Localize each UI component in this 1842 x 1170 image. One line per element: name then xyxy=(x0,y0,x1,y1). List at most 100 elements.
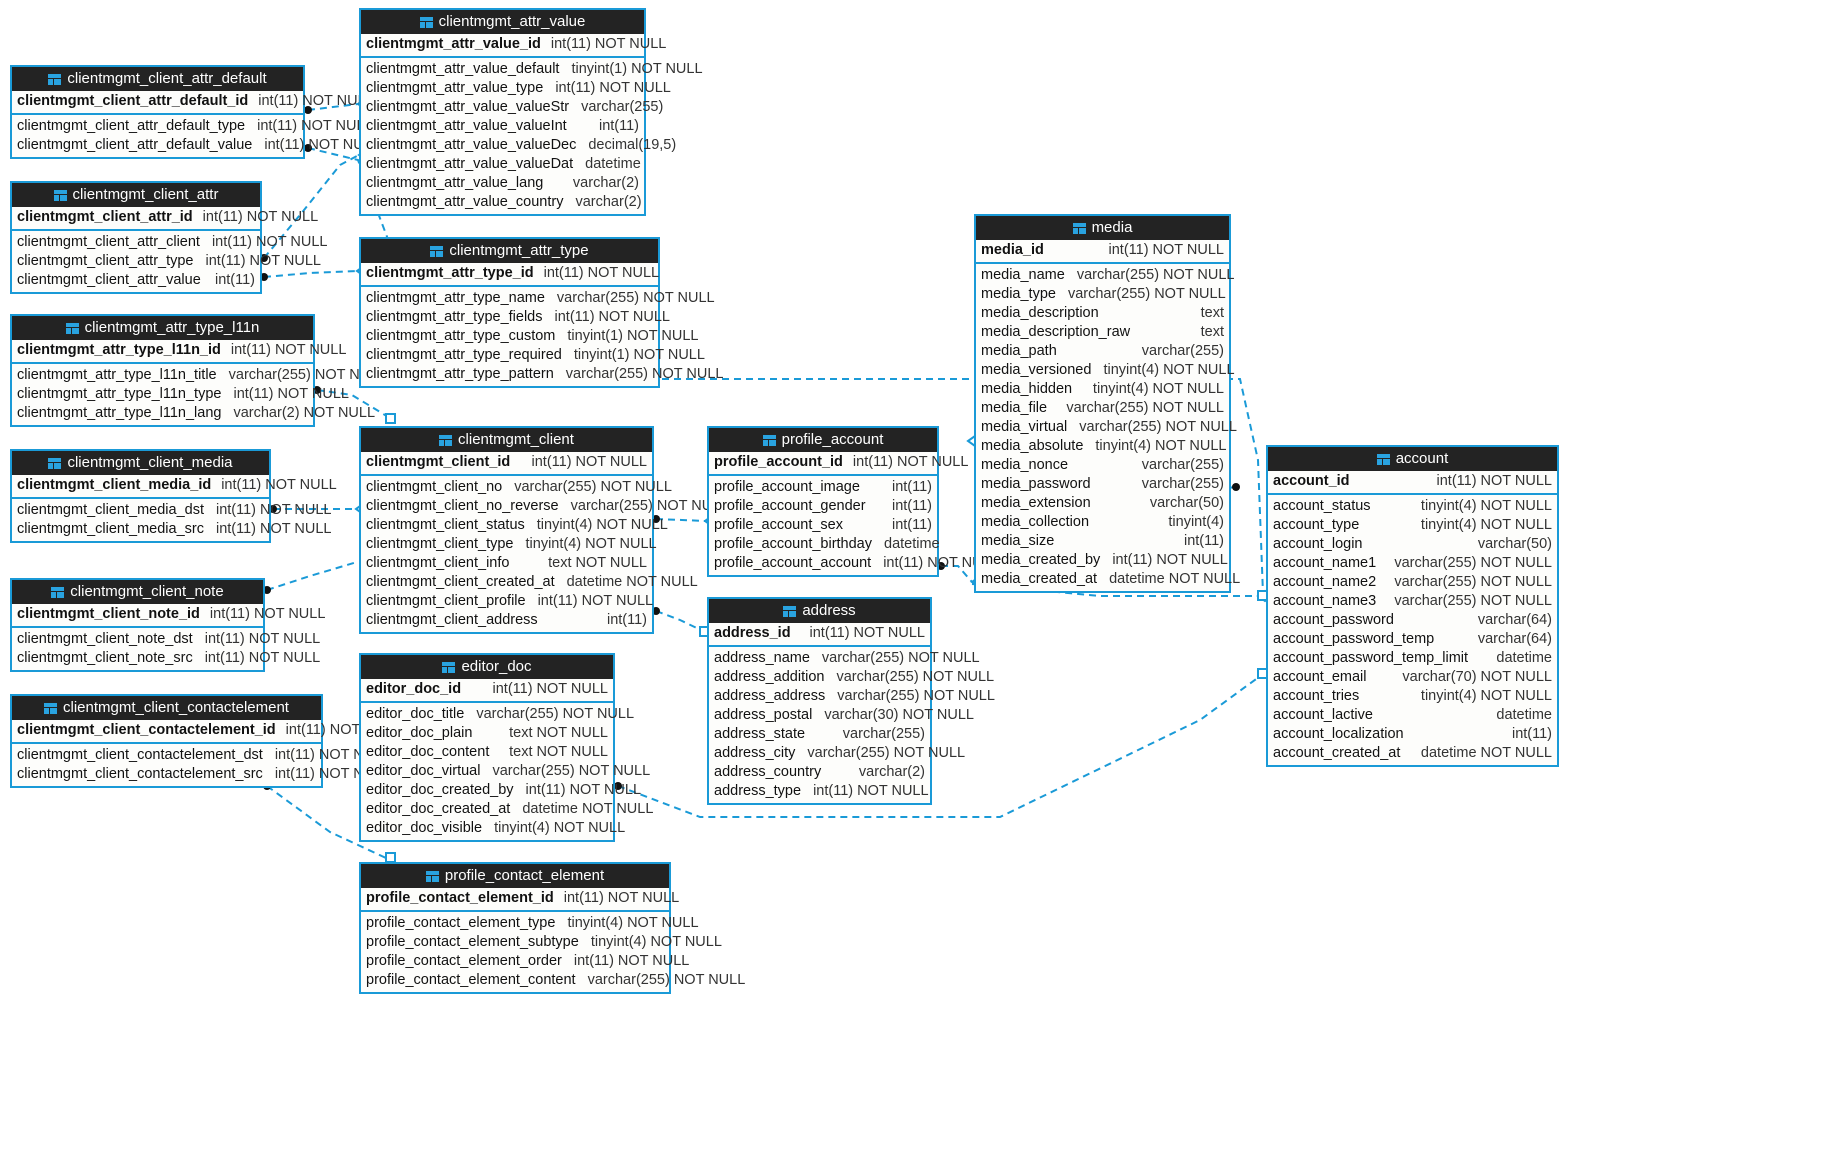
primary-key-row[interactable]: clientmgmt_client_attr_default_idint(11)… xyxy=(12,91,374,115)
column-row[interactable]: media_noncevarchar(255) xyxy=(976,456,1229,475)
column-row[interactable]: clientmgmt_attr_value_langvarchar(2) xyxy=(361,174,644,193)
column-row[interactable]: media_created_atdatetime NOT NULL xyxy=(976,570,1240,589)
column-row[interactable]: account_name2varchar(255) NOT NULL xyxy=(1268,573,1557,592)
column-row[interactable]: clientmgmt_attr_type_l11n_titlevarchar(2… xyxy=(12,366,386,385)
column-row[interactable]: clientmgmt_client_media_dstint(11) NOT N… xyxy=(12,501,331,520)
column-row[interactable]: clientmgmt_client_note_dstint(11) NOT NU… xyxy=(12,630,320,649)
column-row[interactable]: media_hiddentinyint(4) NOT NULL xyxy=(976,380,1229,399)
primary-key-row[interactable]: clientmgmt_client_idint(11) NOT NULL xyxy=(361,452,652,476)
primary-key-row[interactable]: clientmgmt_attr_value_idint(11) NOT NULL xyxy=(361,34,666,58)
column-row[interactable]: clientmgmt_client_addressint(11) xyxy=(361,611,652,630)
column-row[interactable]: clientmgmt_client_created_atdatetime NOT… xyxy=(361,573,698,592)
column-row[interactable]: media_typevarchar(255) NOT NULL xyxy=(976,285,1229,304)
column-row[interactable]: profile_account_sexint(11) xyxy=(709,516,937,535)
table-node-clientmgmt_client_contactelement[interactable]: clientmgmt_client_contactelementclientmg… xyxy=(10,694,401,788)
column-row[interactable]: clientmgmt_attr_value_defaulttinyint(1) … xyxy=(361,60,703,79)
primary-key-row[interactable]: clientmgmt_attr_type_idint(11) NOT NULL xyxy=(361,263,659,287)
column-row[interactable]: clientmgmt_attr_value_typeint(11) NOT NU… xyxy=(361,79,671,98)
column-row[interactable]: editor_doc_created_atdatetime NOT NULL xyxy=(361,800,653,819)
column-row[interactable]: clientmgmt_client_no_reversevarchar(255)… xyxy=(361,497,728,516)
column-row[interactable]: media_versionedtinyint(4) NOT NULL xyxy=(976,361,1235,380)
table-node-media[interactable]: mediamedia_idint(11) NOT NULLmedia_namev… xyxy=(974,214,1240,593)
column-row[interactable]: profile_contact_element_typetinyint(4) N… xyxy=(361,914,699,933)
column-row[interactable]: address_cityvarchar(255) NOT NULL xyxy=(709,744,965,763)
column-row[interactable]: profile_contact_element_orderint(11) NOT… xyxy=(361,952,689,971)
column-row[interactable]: clientmgmt_attr_value_countryvarchar(2) xyxy=(361,193,644,212)
column-row[interactable]: clientmgmt_client_contactelement_srcint(… xyxy=(12,765,390,784)
column-row[interactable]: media_pathvarchar(255) xyxy=(976,342,1229,361)
column-row[interactable]: clientmgmt_attr_type_customtinyint(1) NO… xyxy=(361,327,698,346)
column-row[interactable]: clientmgmt_client_novarchar(255) NOT NUL… xyxy=(361,478,672,497)
column-row[interactable]: media_extensionvarchar(50) xyxy=(976,494,1229,513)
column-row[interactable]: account_localizationint(11) xyxy=(1268,725,1557,744)
primary-key-row[interactable]: clientmgmt_client_media_idint(11) NOT NU… xyxy=(12,475,337,499)
column-row[interactable]: profile_account_accountint(11) NOT NULL xyxy=(709,554,999,573)
table-node-clientmgmt_client[interactable]: clientmgmt_clientclientmgmt_client_idint… xyxy=(359,426,728,634)
column-row[interactable]: account_password_tempvarchar(64) xyxy=(1268,630,1557,649)
column-row[interactable]: clientmgmt_client_typetinyint(4) NOT NUL… xyxy=(361,535,657,554)
column-row[interactable]: media_virtualvarchar(255) NOT NULL xyxy=(976,418,1237,437)
table-node-clientmgmt_attr_value[interactable]: clientmgmt_attr_valueclientmgmt_attr_val… xyxy=(359,8,703,216)
column-row[interactable]: media_passwordvarchar(255) xyxy=(976,475,1229,494)
column-row[interactable]: profile_account_genderint(11) xyxy=(709,497,937,516)
column-row[interactable]: address_statevarchar(255) xyxy=(709,725,930,744)
column-row[interactable]: address_namevarchar(255) NOT NULL xyxy=(709,649,980,668)
primary-key-row[interactable]: clientmgmt_client_note_idint(11) NOT NUL… xyxy=(12,604,325,628)
column-row[interactable]: clientmgmt_attr_type_l11n_typeint(11) NO… xyxy=(12,385,349,404)
column-row[interactable]: media_descriptiontext xyxy=(976,304,1229,323)
column-row[interactable]: clientmgmt_client_attr_default_valueint(… xyxy=(12,136,380,155)
column-row[interactable]: editor_doc_virtualvarchar(255) NOT NULL xyxy=(361,762,650,781)
primary-key-row[interactable]: clientmgmt_attr_type_l11n_idint(11) NOT … xyxy=(12,340,346,364)
column-row[interactable]: clientmgmt_client_attr_default_typeint(1… xyxy=(12,117,373,136)
table-node-profile_contact_element[interactable]: profile_contact_elementprofile_contact_e… xyxy=(359,862,745,994)
column-row[interactable]: account_name3varchar(255) NOT NULL xyxy=(1268,592,1557,611)
table-node-account[interactable]: accountaccount_idint(11) NOT NULLaccount… xyxy=(1266,445,1559,767)
table-node-editor_doc[interactable]: editor_doceditor_doc_idint(11) NOT NULLe… xyxy=(359,653,653,842)
column-row[interactable]: media_namevarchar(255) NOT NULL xyxy=(976,266,1235,285)
primary-key-row[interactable]: editor_doc_idint(11) NOT NULL xyxy=(361,679,613,703)
column-row[interactable]: account_triestinyint(4) NOT NULL xyxy=(1268,687,1557,706)
column-row[interactable]: address_addressvarchar(255) NOT NULL xyxy=(709,687,995,706)
primary-key-row[interactable]: media_idint(11) NOT NULL xyxy=(976,240,1229,264)
primary-key-row[interactable]: clientmgmt_client_attr_idint(11) NOT NUL… xyxy=(12,207,318,231)
column-row[interactable]: editor_doc_titlevarchar(255) NOT NULL xyxy=(361,705,634,724)
table-node-clientmgmt_client_note[interactable]: clientmgmt_client_noteclientmgmt_client_… xyxy=(10,578,325,672)
column-row[interactable]: clientmgmt_attr_type_fieldsint(11) NOT N… xyxy=(361,308,670,327)
column-row[interactable]: clientmgmt_client_profileint(11) NOT NUL… xyxy=(361,592,653,611)
column-row[interactable]: profile_account_imageint(11) xyxy=(709,478,937,497)
primary-key-row[interactable]: profile_account_idint(11) NOT NULL xyxy=(709,452,968,476)
column-row[interactable]: address_additionvarchar(255) NOT NULL xyxy=(709,668,994,687)
column-row[interactable]: account_created_atdatetime NOT NULL xyxy=(1268,744,1557,763)
column-row[interactable]: clientmgmt_attr_value_valueStrvarchar(25… xyxy=(361,98,663,117)
column-row[interactable]: clientmgmt_client_note_srcint(11) NOT NU… xyxy=(12,649,320,668)
column-row[interactable]: clientmgmt_attr_value_valueDatdatetime xyxy=(361,155,644,174)
column-row[interactable]: media_sizeint(11) xyxy=(976,532,1229,551)
column-row[interactable]: account_emailvarchar(70) NOT NULL xyxy=(1268,668,1557,687)
table-node-address[interactable]: addressaddress_idint(11) NOT NULLaddress… xyxy=(707,597,995,805)
column-row[interactable]: profile_contact_element_contentvarchar(2… xyxy=(361,971,745,990)
column-row[interactable]: address_postalvarchar(30) NOT NULL xyxy=(709,706,974,725)
column-row[interactable]: clientmgmt_attr_type_namevarchar(255) NO… xyxy=(361,289,715,308)
column-row[interactable]: clientmgmt_client_statustinyint(4) NOT N… xyxy=(361,516,668,535)
table-node-clientmgmt_client_media[interactable]: clientmgmt_client_mediaclientmgmt_client… xyxy=(10,449,337,543)
column-row[interactable]: clientmgmt_client_attr_typeint(11) NOT N… xyxy=(12,252,321,271)
column-row[interactable]: account_typetinyint(4) NOT NULL xyxy=(1268,516,1557,535)
column-row[interactable]: editor_doc_plaintext NOT NULL xyxy=(361,724,613,743)
column-row[interactable]: media_description_rawtext xyxy=(976,323,1229,342)
table-node-clientmgmt_client_attr[interactable]: clientmgmt_client_attrclientmgmt_client_… xyxy=(10,181,327,294)
table-node-clientmgmt_attr_type[interactable]: clientmgmt_attr_typeclientmgmt_attr_type… xyxy=(359,237,723,388)
column-row[interactable]: media_filevarchar(255) NOT NULL xyxy=(976,399,1229,418)
column-row[interactable]: media_created_byint(11) NOT NULL xyxy=(976,551,1229,570)
column-row[interactable]: clientmgmt_client_media_srcint(11) NOT N… xyxy=(12,520,331,539)
column-row[interactable]: clientmgmt_attr_type_l11n_langvarchar(2)… xyxy=(12,404,375,423)
column-row[interactable]: clientmgmt_attr_value_valueDecdecimal(19… xyxy=(361,136,676,155)
column-row[interactable]: media_absolutetinyint(4) NOT NULL xyxy=(976,437,1229,456)
column-row[interactable]: clientmgmt_client_contactelement_dstint(… xyxy=(12,746,390,765)
column-row[interactable]: account_statustinyint(4) NOT NULL xyxy=(1268,497,1557,516)
table-node-profile_account[interactable]: profile_accountprofile_account_idint(11)… xyxy=(707,426,999,577)
column-row[interactable]: clientmgmt_client_attr_clientint(11) NOT… xyxy=(12,233,327,252)
column-row[interactable]: editor_doc_contenttext NOT NULL xyxy=(361,743,613,762)
column-row[interactable]: profile_contact_element_subtypetinyint(4… xyxy=(361,933,722,952)
column-row[interactable]: account_password_temp_limitdatetime xyxy=(1268,649,1557,668)
table-node-clientmgmt_attr_type_l11n[interactable]: clientmgmt_attr_type_l11nclientmgmt_attr… xyxy=(10,314,386,427)
